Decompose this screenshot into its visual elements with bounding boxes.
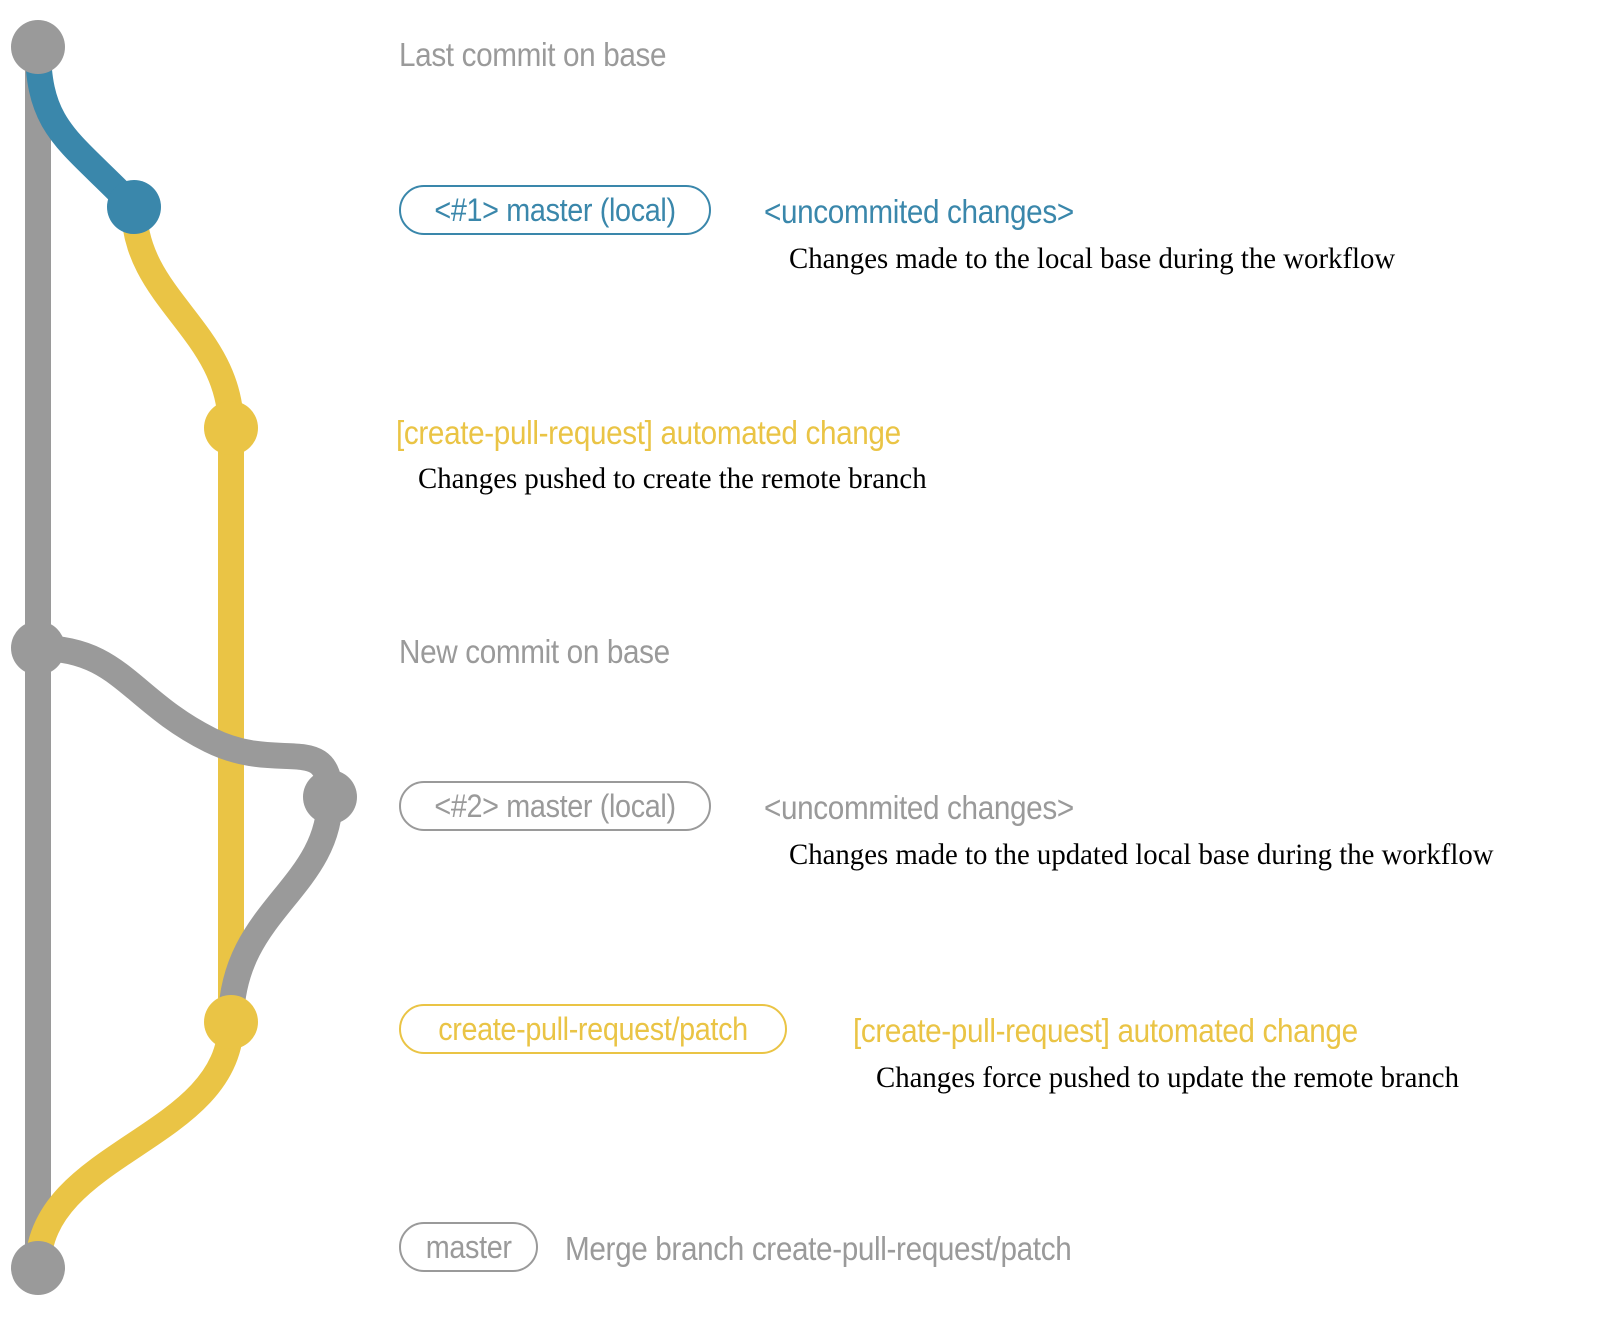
edge-basemid-to-local2 <box>25 635 343 810</box>
commit-subject-merge-commit: Merge branch create-pull-request/patch <box>565 1230 1072 1267</box>
node-base-mid <box>11 621 65 675</box>
edge-local2-to-patch2 <box>218 784 343 1035</box>
edge-base-to-local1 <box>25 34 147 220</box>
node-merge <box>11 1241 65 1295</box>
branch-pill-label: master <box>425 1229 512 1265</box>
commit-subject-master-local-1: <uncommited changes> <box>764 193 1074 230</box>
commit-subject-new-commit-on-base: New commit on base <box>399 633 670 670</box>
edge-local1-to-patch1 <box>121 194 244 441</box>
node-patch-1 <box>204 401 258 455</box>
commit-subject-last-commit-on-base: Last commit on base <box>399 36 667 73</box>
branch-pill-master-local-1[interactable]: <#1> master (local) <box>399 185 712 235</box>
edge-patch2-to-merge <box>25 1009 244 1281</box>
node-local-2 <box>303 770 357 824</box>
commit-caption-master-local-1: Changes made to the local base during th… <box>789 242 1396 275</box>
branch-pill-master[interactable]: master <box>399 1222 539 1272</box>
commit-caption-master-local-2: Changes made to the updated local base d… <box>789 838 1494 871</box>
node-local-1 <box>107 180 161 234</box>
branch-pill-label: create-pull-request/patch <box>438 1011 748 1047</box>
branch-pill-master-local-2[interactable]: <#2> master (local) <box>399 781 712 831</box>
node-base-top <box>11 20 65 74</box>
commit-caption-automated-change-2: Changes force pushed to update the remot… <box>876 1061 1459 1094</box>
branch-pill-label: <#2> master (local) <box>434 788 676 824</box>
commit-subject-master-local-2: <uncommited changes> <box>764 789 1074 826</box>
node-patch-2 <box>204 995 258 1049</box>
branch-pill-label: <#1> master (local) <box>434 192 676 228</box>
commit-subject-automated-change-1: [create-pull-request] automated change <box>396 414 901 451</box>
commit-subject-automated-change-2: [create-pull-request] automated change <box>853 1012 1358 1049</box>
branch-pill-create-pull-request-patch[interactable]: create-pull-request/patch <box>399 1004 787 1054</box>
commit-caption-automated-change-1: Changes pushed to create the remote bran… <box>418 462 927 495</box>
